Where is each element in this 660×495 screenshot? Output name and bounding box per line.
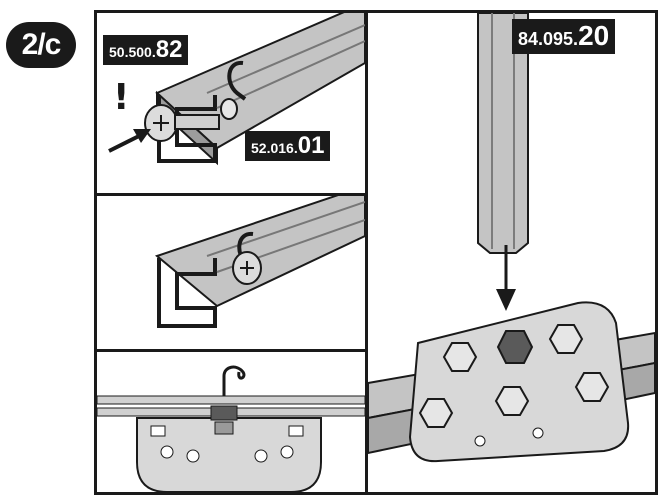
- hex-nut-icon: [210, 405, 238, 421]
- screw-icon: [144, 98, 238, 142]
- panel-profile-mount: 84.095.20: [365, 10, 658, 495]
- profile-part-code: 84.095.20: [512, 19, 616, 54]
- rail-profile: [157, 95, 217, 163]
- bracket-plate-icon: [136, 417, 322, 492]
- vertical-profile: [477, 13, 529, 254]
- step-badge: 2/c: [6, 22, 76, 68]
- profile-mount-illustration: [368, 13, 655, 463]
- clip-icon: [227, 60, 247, 101]
- panel-screw-seated: [94, 193, 368, 352]
- rail-screw-illustration: [108, 13, 365, 166]
- rail-seated-illustration: [154, 196, 365, 328]
- clip-part-code: 52.016.01: [245, 131, 331, 162]
- arrow-icon: [496, 245, 516, 311]
- arrow-icon: [108, 129, 151, 153]
- screw-part-code: 50.500.82: [103, 35, 189, 66]
- clip-icon: [222, 365, 246, 396]
- panel-top-view: [94, 349, 368, 495]
- rail-profile: [157, 258, 217, 328]
- warning-mark: !: [113, 77, 130, 118]
- panel-insert-screw: ! 50.500.82 52.016.01: [94, 10, 368, 196]
- hex-nut-icon: [418, 324, 610, 428]
- hex-nut-icon: [496, 330, 534, 364]
- top-view-illustration: [97, 365, 365, 492]
- screw-icon: [232, 251, 262, 285]
